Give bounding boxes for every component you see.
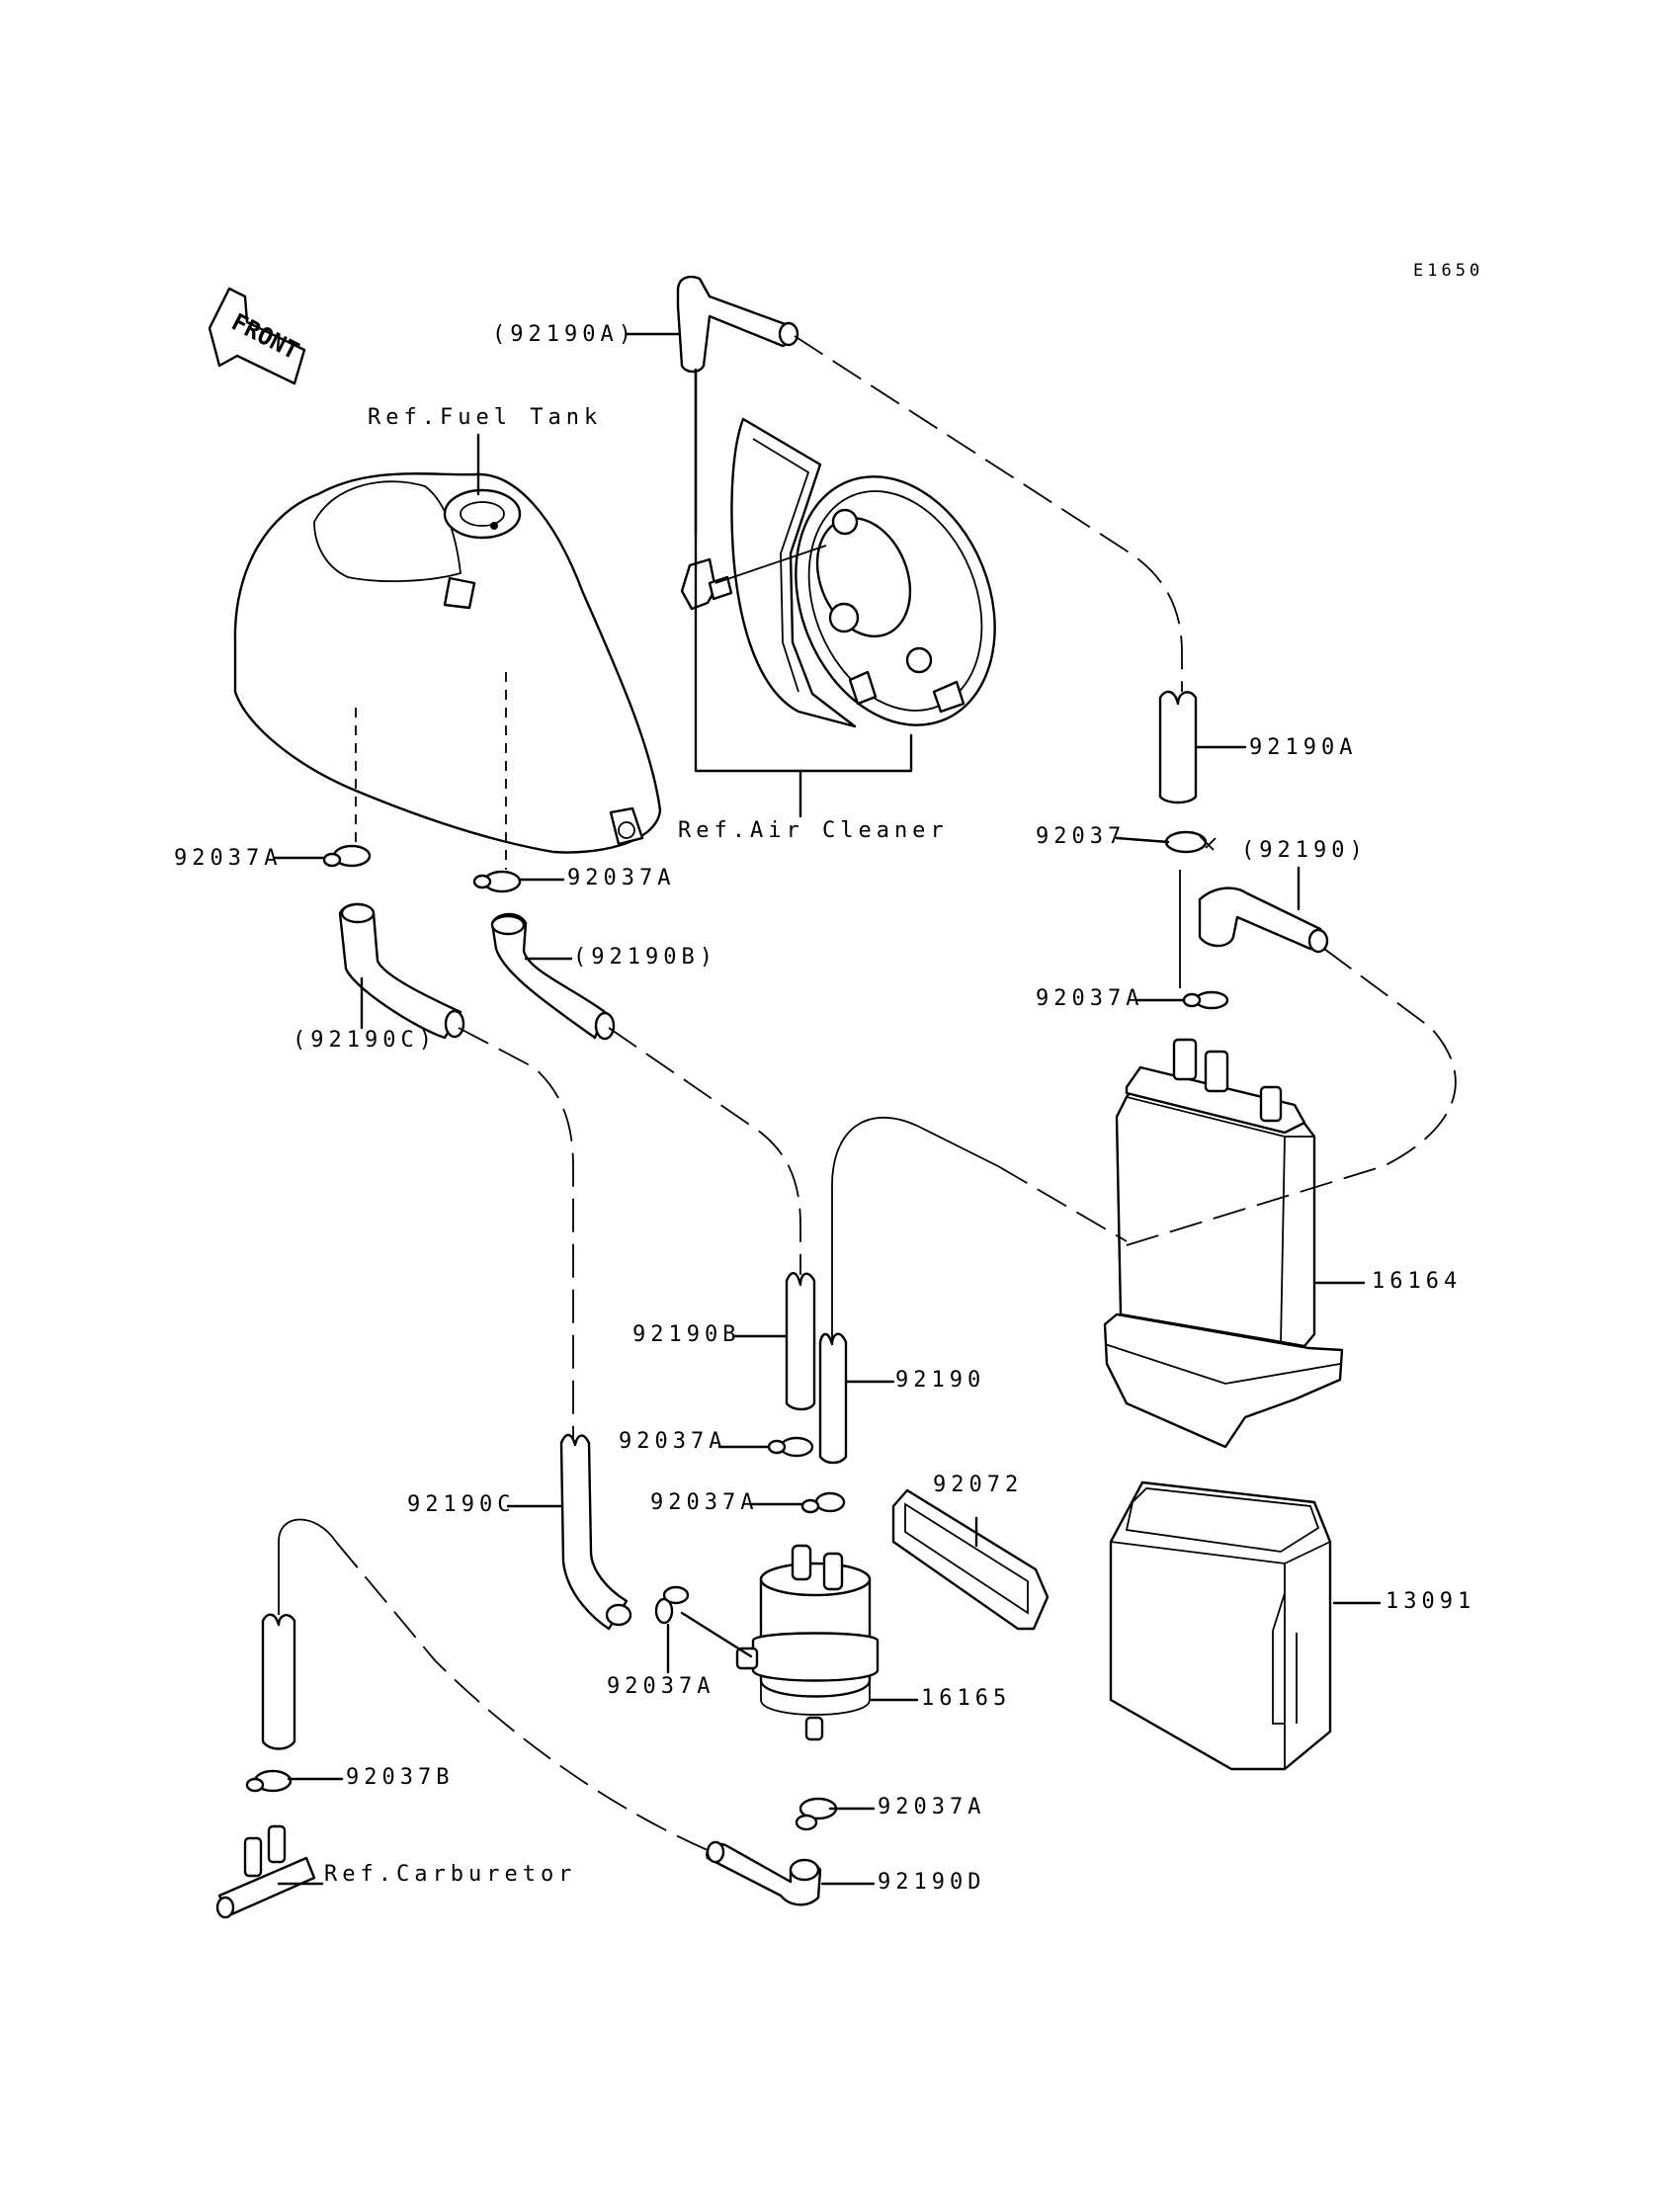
callout-92037a-left: 92037A [174, 846, 283, 871]
callout-92190b: 92190B [632, 1322, 741, 1347]
hose-92037b-side [261, 1613, 296, 1750]
callout-16164: 16164 [1372, 1269, 1463, 1294]
callout-92037a-a: 92037A [619, 1429, 727, 1454]
callout-92190: 92190 [895, 1368, 986, 1393]
callout-92037a-mid: 92037A [567, 866, 676, 890]
hose-92190-vertical [818, 1332, 848, 1465]
route-carb-hose [278, 1518, 337, 1615]
callout-16165: 16165 [921, 1686, 1012, 1711]
callout-92037: 92037 [1036, 824, 1127, 849]
air-cleaner [680, 417, 996, 728]
route-92190b-dashed [608, 1027, 801, 1275]
clamp-92037a-mid-icon [472, 870, 522, 893]
clamp-92037a-left-icon [322, 844, 372, 868]
clamp-92037a-filter-icon [654, 1585, 690, 1625]
ref-air-cleaner-label: Ref.Air Cleaner [678, 818, 949, 843]
callout-13091: 13091 [1386, 1589, 1476, 1614]
clamp-92037-icon [1164, 830, 1217, 854]
ref-carburetor-label: Ref.Carburetor [324, 1862, 577, 1887]
route-92190-to-canister [831, 1117, 999, 1342]
hose-92190a-right [1158, 690, 1198, 804]
carburetor-fitting [215, 1824, 316, 1919]
hose-92190-upper [1198, 887, 1324, 951]
callout-92037a-b: 92037A [650, 1490, 759, 1515]
air-cleaner-ref-bracket [694, 368, 913, 773]
front-arrow-icon: FRONT [208, 287, 306, 385]
clamp-92037a-bottom-icon [795, 1797, 838, 1831]
clamp-92037a-a-icon [767, 1436, 814, 1458]
callout-92037a-canister: 92037A [1036, 986, 1144, 1011]
callout-92190a-top: (92190A) [492, 322, 636, 347]
route-92190c-dashed [458, 1027, 574, 1439]
bracket-92072 [891, 1488, 1050, 1631]
ref-fuel-tank-label: Ref.Fuel Tank [368, 405, 603, 430]
fuel-tank [233, 472, 662, 854]
callout-92190d: 92190D [878, 1870, 986, 1895]
callout-92190a-right: 92190A [1249, 735, 1358, 760]
leader-92037a-filter-clamp [680, 1611, 753, 1658]
leader-92037 [1115, 836, 1170, 844]
diagram-code: E1650 [1413, 261, 1484, 281]
hose-92190b-upper [490, 912, 607, 1040]
callout-92190-paren: (92190) [1241, 838, 1368, 863]
callout-92072: 92072 [933, 1473, 1024, 1497]
route-92190a-dashed [794, 335, 1183, 692]
route-92190-dashed [1126, 948, 1457, 1246]
hose-92190a-top [676, 276, 798, 374]
hose-92190c-lower [559, 1433, 629, 1631]
clamp-92037a-b-icon [800, 1491, 846, 1514]
callout-92037a-filter: 92037A [607, 1674, 715, 1699]
hose-92190b-vertical [785, 1272, 816, 1411]
hose-92190c-upper [338, 902, 462, 1040]
callout-92190b-paren: (92190B) [573, 945, 717, 970]
route-92190d-dashed [335, 1541, 709, 1851]
route-92190-canister-dashed [997, 1165, 1128, 1242]
fuel-filter-16165 [735, 1544, 880, 1741]
clamp-92037b-icon [245, 1769, 293, 1793]
clamp-92037a-canister-icon [1182, 990, 1229, 1010]
holder-13091 [1109, 1480, 1332, 1771]
callout-92037b: 92037B [346, 1765, 455, 1790]
canister-16164 [1103, 1038, 1344, 1449]
callout-92190c-paren: (92190C) [293, 1028, 437, 1053]
callout-92190c: 92190C [407, 1492, 516, 1517]
callout-92037a-bottom: 92037A [878, 1795, 986, 1819]
